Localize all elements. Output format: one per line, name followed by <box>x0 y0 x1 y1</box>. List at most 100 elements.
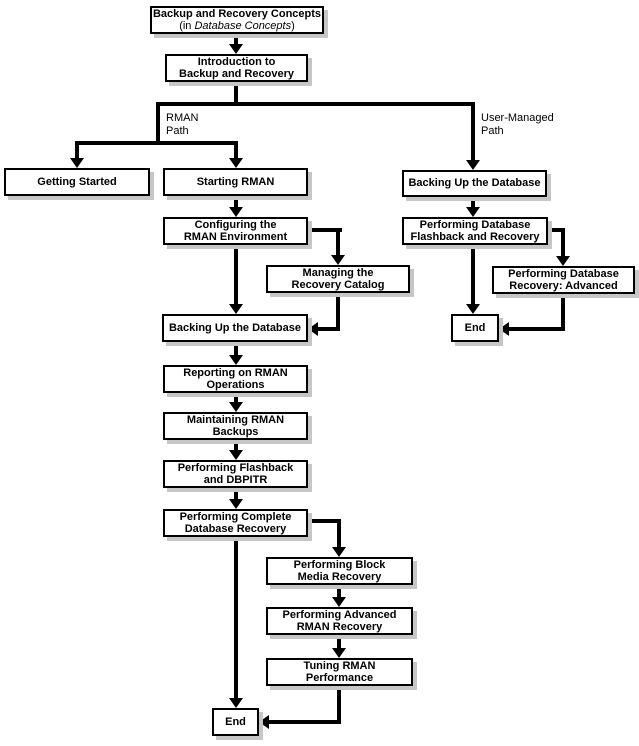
node-managing-recovery-catalog: Managing the Recovery Catalog <box>266 265 410 293</box>
node-label: RMAN Recovery <box>296 621 383 633</box>
connector-backing-right-to-flashback <box>471 197 475 208</box>
arrowhead-down-icon <box>331 255 345 265</box>
user-managed-path-label-line1: User-Managed <box>481 112 554 124</box>
node-label: Performing Block <box>293 558 386 571</box>
node-label: Recovery: Advanced <box>509 280 618 292</box>
arrowhead-left-icon <box>259 715 269 729</box>
arrowhead-down-icon <box>229 304 243 314</box>
connector-block-media-to-advanced <box>337 585 341 598</box>
connector-into-end-right <box>508 327 565 331</box>
arrowhead-down-icon <box>466 160 480 170</box>
node-label: End <box>225 715 246 728</box>
connector-complete-right <box>307 519 341 523</box>
connector-rman-path-drop <box>156 102 160 145</box>
connector-flashback-to-complete <box>234 488 238 500</box>
node-label: Flashback and Recovery <box>410 231 540 243</box>
rman-path-label-line2: Path <box>166 125 189 137</box>
connector-flashback-right <box>548 228 565 232</box>
connector-to-getting-started <box>75 141 79 158</box>
arrowhead-down-icon <box>229 402 243 412</box>
node-backup-recovery-concepts: Backup and Recovery Concepts (in Databas… <box>150 6 324 34</box>
node-label: Performing Advanced <box>282 608 397 621</box>
node-performing-database-recovery-advanced: Performing Database Recovery: Advanced <box>492 266 635 294</box>
connector-down-to-block-media <box>337 519 341 548</box>
node-label: Performing Flashback <box>177 461 294 474</box>
node-label: Getting Started <box>37 175 117 188</box>
node-tuning-rman-performance: Tuning RMAN Performance <box>266 658 413 686</box>
arrowhead-down-icon <box>556 256 570 266</box>
connector-reporting-to-maintaining <box>234 393 238 403</box>
node-label: Recovery Catalog <box>291 279 385 291</box>
connector-concepts-to-intro <box>234 34 238 45</box>
arrowhead-down-icon <box>229 158 243 168</box>
node-label: Backup and Recovery <box>179 68 294 80</box>
connector-flashback-to-end-right <box>471 245 475 305</box>
arrowhead-down-icon <box>229 355 243 365</box>
node-backing-up-database-user-managed: Backing Up the Database <box>402 170 547 197</box>
arrowhead-left-icon <box>308 322 318 336</box>
node-label: Tuning RMAN <box>303 659 376 672</box>
node-performing-advanced-rman-recovery: Performing Advanced RMAN Recovery <box>266 607 413 635</box>
connector-intro-down <box>234 82 238 106</box>
node-label: Reporting on RMAN <box>183 366 288 379</box>
node-backing-up-database-rman: Backing Up the Database <box>162 314 308 342</box>
node-label: Introduction to <box>197 55 276 68</box>
connector-backing-up-to-reporting <box>234 342 238 356</box>
arrowhead-left-icon <box>499 322 509 336</box>
connector-managing-catalog-down <box>336 293 340 331</box>
sublabel-prefix: (in <box>179 20 195 32</box>
connector-main-split-horizontal <box>156 102 475 106</box>
node-label: Performance <box>305 672 374 684</box>
connector-maintaining-to-flashback <box>234 440 238 451</box>
node-performing-database-flashback-recovery: Performing Database Flashback and Recove… <box>402 217 548 245</box>
node-label: Performing Database <box>508 267 619 280</box>
connector-down-to-recovery-advanced <box>561 228 565 258</box>
node-label: Starting RMAN <box>196 175 275 188</box>
node-label: Performing Database <box>419 218 531 231</box>
arrowhead-down-icon <box>229 450 243 460</box>
connector-starting-to-configuring <box>234 196 238 208</box>
node-label: Media Recovery <box>297 571 382 583</box>
node-performing-complete-database-recovery: Performing Complete Database Recovery <box>163 509 308 537</box>
connector-configuring-to-backing-up <box>234 245 238 306</box>
node-introduction: Introduction to Backup and Recovery <box>165 54 308 82</box>
user-managed-path-label-line2: Path <box>481 125 504 137</box>
node-label: Backing Up the Database <box>168 321 302 334</box>
connector-down-to-managing-catalog <box>336 228 340 256</box>
arrowhead-down-icon <box>332 597 346 607</box>
rman-path-label: RMAN Path <box>166 112 198 138</box>
rman-path-label-line1: RMAN <box>166 112 199 124</box>
user-managed-path-label: User-Managed Path <box>481 112 554 138</box>
node-label: Database Recovery <box>184 523 287 535</box>
node-configuring-rman-environment: Configuring the RMAN Environment <box>163 217 308 245</box>
node-label: Configuring the <box>194 218 277 231</box>
node-label: and DBPITR <box>203 474 268 486</box>
connector-recovery-advanced-down <box>561 294 565 331</box>
connector-user-managed-drop <box>471 102 475 160</box>
node-performing-flashback-dbpitr: Performing Flashback and DBPITR <box>163 460 308 488</box>
arrowhead-down-icon <box>466 207 480 217</box>
arrowhead-down-icon <box>229 499 243 509</box>
arrowhead-down-icon <box>229 207 243 217</box>
connector-configuring-right <box>308 228 342 232</box>
node-starting-rman: Starting RMAN <box>163 168 308 196</box>
arrowhead-down-icon <box>466 304 480 314</box>
node-label: Backing Up the Database <box>408 177 541 190</box>
connector-advanced-to-tuning <box>337 635 341 649</box>
arrowhead-down-icon <box>229 44 243 54</box>
node-end-user-managed-path: End <box>451 314 499 342</box>
arrowhead-down-icon <box>332 648 346 658</box>
connector-rman-split-horizontal <box>75 141 237 145</box>
node-maintaining-rman-backups: Maintaining RMAN Backups <box>163 412 308 440</box>
node-label: Performing Complete <box>179 510 292 523</box>
node-performing-block-media-recovery: Performing Block Media Recovery <box>266 557 413 585</box>
node-sublabel: (in Database Concepts) <box>179 20 295 33</box>
connector-into-backing-up-left <box>316 327 340 331</box>
connector-to-starting-rman <box>234 141 238 158</box>
node-label: End <box>464 321 486 334</box>
arrowhead-down-icon <box>229 698 243 708</box>
sublabel-italic: Database Concepts <box>194 20 292 32</box>
node-label: Backup and Recovery Concepts <box>152 7 322 20</box>
node-label: Maintaining RMAN <box>186 413 285 426</box>
